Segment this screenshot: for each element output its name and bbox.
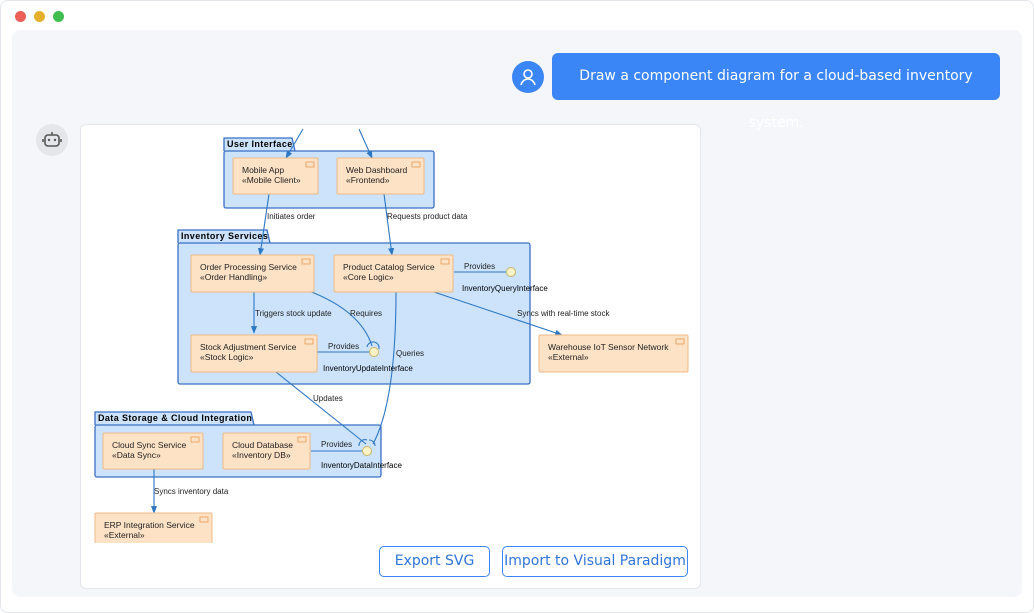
export-svg-button[interactable]: Export SVG: [379, 546, 490, 577]
component-stereotype: «Order Handling»: [200, 272, 267, 282]
component-stereotype: «Frontend»: [346, 175, 390, 185]
edge-label-provides_query: Provides: [464, 262, 495, 271]
component-name: Cloud Sync Service: [112, 440, 186, 450]
edge-updates: [275, 371, 367, 445]
edge-in-mobile: [285, 128, 304, 159]
edge-label-requires: Requires: [350, 309, 382, 318]
edge-queries: [372, 291, 397, 445]
component-stereotype: «External»: [548, 352, 589, 362]
component-stereotype: «External»: [104, 530, 145, 540]
socket-datai-1: [358, 439, 368, 447]
user-icon: [520, 69, 536, 86]
bot-avatar: [36, 124, 68, 156]
interface-update-lollipop: [369, 347, 379, 357]
user-message: Draw a component diagram for a cloud-bas…: [552, 53, 1000, 131]
minimize-window-button[interactable]: [34, 11, 45, 22]
edge-label-provides_data: Provides: [321, 440, 352, 449]
user-avatar: [512, 61, 544, 93]
socket-datai-2: [368, 439, 376, 447]
edge-label-updates: Updates: [313, 394, 343, 403]
component-mobile: [232, 157, 319, 195]
component-icon: [440, 258, 450, 265]
interface-label: InventoryDataInterface: [321, 461, 402, 470]
component-name: Mobile App: [242, 165, 284, 175]
interface-datai-lollipop: [362, 446, 372, 456]
component-sync: [102, 432, 204, 470]
package-label: Inventory Services: [181, 231, 268, 241]
component-icon: [675, 338, 685, 345]
component-name: ERP Integration Service: [104, 520, 195, 530]
edge-label-provides_update: Provides: [328, 342, 359, 351]
component-stereotype: «Core Logic»: [343, 272, 394, 282]
edge-label-syncs_inv: Syncs inventory data: [154, 487, 229, 496]
component-order: [190, 254, 315, 293]
interface-label: InventoryUpdateInterface: [323, 364, 413, 373]
component-name: Cloud Database: [232, 440, 293, 450]
interface-query-lollipop: [506, 267, 516, 277]
package-label: User Interface: [227, 139, 293, 149]
component-catalog: [333, 254, 454, 293]
component-stereotype: «Inventory DB»: [232, 450, 291, 460]
edge-requires: [308, 290, 373, 347]
component-icon: [305, 161, 315, 168]
maximize-window-button[interactable]: [53, 11, 64, 22]
component-stereotype: «Stock Logic»: [200, 352, 254, 362]
edge-label-initiates: Initiates order: [267, 212, 316, 221]
edge-in-web: [358, 128, 373, 159]
component-name: Order Processing Service: [200, 262, 297, 272]
edge-label-requests: Requests product data: [387, 212, 468, 221]
component-stock: [190, 334, 318, 373]
component-web: [336, 157, 425, 195]
import-visual-paradigm-button[interactable]: Import to Visual Paradigm: [502, 546, 688, 577]
component-icon: [411, 161, 421, 168]
component-db: [222, 432, 311, 470]
component-name: Web Dashboard: [346, 165, 408, 175]
close-window-button[interactable]: [15, 11, 26, 22]
component-name: Warehouse IoT Sensor Network: [548, 342, 669, 352]
edge-label-queries: Queries: [396, 349, 424, 358]
component-stereotype: «Data Sync»: [112, 450, 161, 460]
component-icon: [199, 516, 209, 523]
socket-update: [366, 341, 380, 350]
component-icon: [301, 258, 311, 265]
edge-syncs-rt: [433, 291, 563, 336]
package-tab: [177, 229, 271, 244]
component-icon: [304, 338, 314, 345]
component-name: Product Catalog Service: [343, 262, 435, 272]
package-label: Data Storage & Cloud Integration: [98, 413, 252, 423]
component-icon: [190, 436, 200, 443]
interface-label: InventoryQueryInterface: [462, 284, 548, 293]
edge-label-syncs_rt: Syncs with real-time stock: [517, 309, 610, 318]
robot-icon: [42, 132, 62, 147]
edge-initiates: [257, 193, 270, 256]
component-icon: [297, 436, 307, 443]
edge-label-triggers: Triggers stock update: [255, 309, 332, 318]
package-tab: [94, 411, 255, 426]
component-iot: [538, 334, 689, 373]
component-stereotype: «Mobile Client»: [242, 175, 301, 185]
edge-requests: [383, 193, 395, 256]
component-name: Stock Adjustment Service: [200, 342, 297, 352]
